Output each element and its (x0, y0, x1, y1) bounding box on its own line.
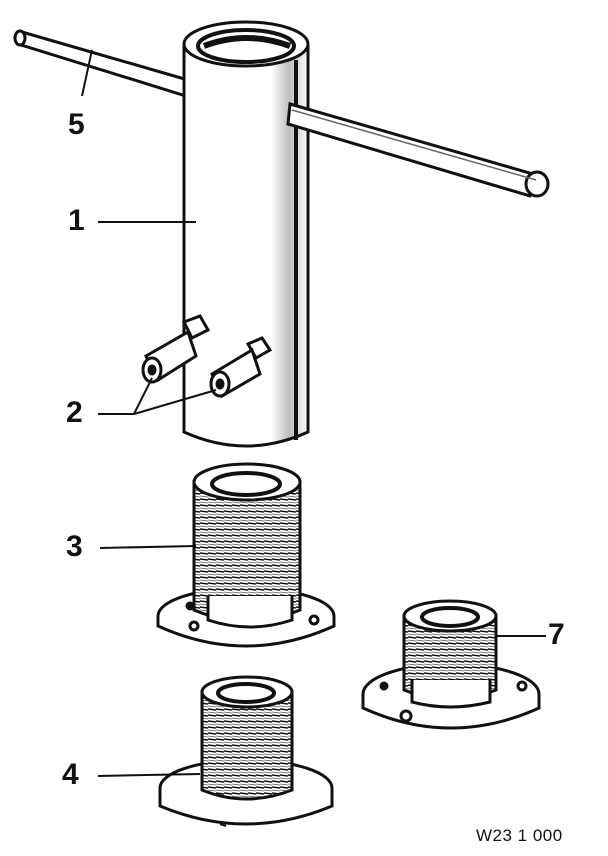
callout-7: 7 (548, 618, 565, 651)
leader-2a (98, 377, 153, 415)
adapter-7 (361, 599, 541, 730)
pin-right (209, 336, 273, 399)
callout-4: 4 (62, 758, 79, 791)
callout-2: 2 (66, 396, 83, 429)
leader-5 (81, 49, 93, 97)
callout-3: 3 (66, 530, 83, 563)
leader-4 (97, 773, 201, 777)
tommy-bar-front (286, 102, 550, 198)
adapter-3 (156, 462, 336, 648)
figure-code: W23 1 000 (476, 826, 563, 845)
callout-1: 1 (68, 204, 85, 237)
tommy-bar (13, 29, 190, 98)
sleeve-body (182, 20, 310, 448)
leader-lines (81, 49, 546, 777)
pin-left (141, 314, 211, 384)
adapter-4 (158, 675, 334, 827)
leader-2b (133, 389, 217, 415)
callout-5: 5 (68, 108, 85, 141)
leader-3 (99, 545, 197, 549)
